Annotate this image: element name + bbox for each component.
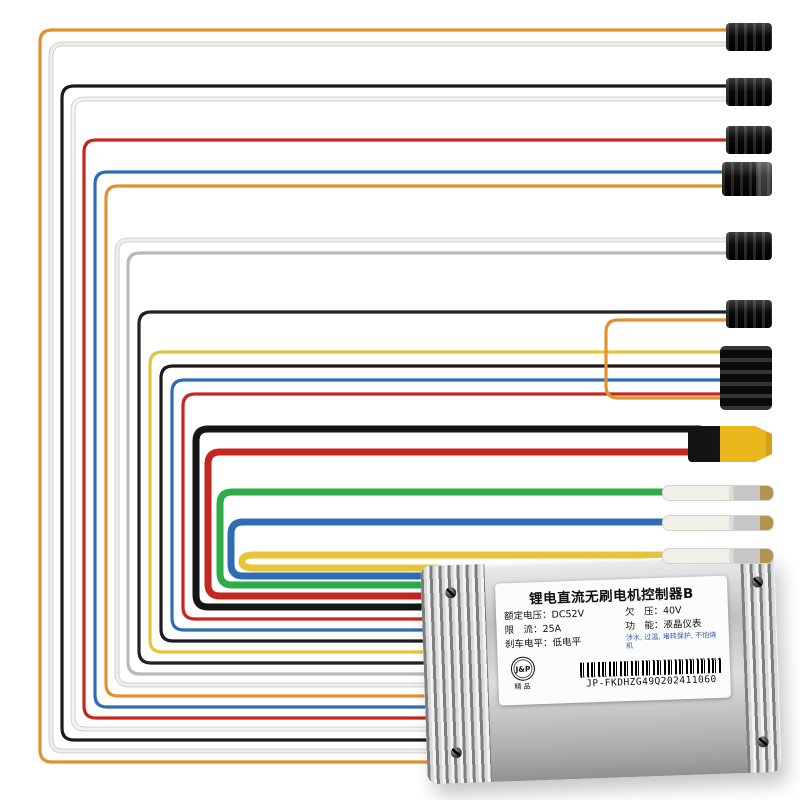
- wire-phase-yellow: [238, 551, 676, 572]
- wire-phase-blue: [227, 518, 676, 580]
- spec-brake-level: 刹车电平：低电平: [504, 636, 582, 650]
- wire-hall-red: [181, 392, 744, 621]
- wire-hall-black: [159, 364, 744, 643]
- wire-signal-orange-2: [104, 184, 747, 698]
- wire-power-red: [204, 448, 704, 600]
- wire-signal-blue-1: [93, 170, 747, 709]
- phase-bullet-blue: [662, 515, 774, 531]
- wire-signal-white-3: [115, 238, 747, 687]
- wire-signal-black-2: [137, 310, 747, 665]
- xt60-power-plug: [688, 426, 772, 462]
- brand-logo: J&P 精品: [506, 656, 541, 692]
- wire-signal-red-1: [82, 138, 747, 720]
- sm-plug-4-male: [722, 162, 772, 196]
- wire-signal-black-1: [60, 84, 747, 742]
- wire-signal-white-1: [49, 42, 747, 753]
- wire-signal-white-2: [71, 97, 747, 731]
- phase-bullet-yellow: [662, 548, 774, 564]
- sm-plug-1: [726, 23, 772, 51]
- wire-phase-green: [216, 488, 676, 589]
- serial-block: JP-FKDHZG49Q202411060: [579, 658, 723, 690]
- sm-plug-3: [726, 126, 772, 154]
- sm-plug-5: [726, 232, 772, 260]
- wire-orange-jumper-loop: [604, 318, 747, 400]
- brand-logo-mark: J&P: [510, 656, 536, 682]
- hall-multi-pin-plug: [720, 346, 772, 410]
- spec-label: 锂电直流无刷电机控制器B 额定电压：DC52V 欠 压：40V 限 流：25A …: [494, 575, 732, 706]
- phase-bullet-green: [662, 485, 774, 501]
- wire-power-black: [192, 425, 704, 611]
- motor-controller-body: 锂电直流无刷电机控制器B 额定电压：DC52V 欠 压：40V 限 流：25A …: [420, 553, 782, 785]
- spec-protection-note: 涉水, 过温, 堵转保护, 不怕烧机: [625, 630, 717, 651]
- wire-signal-gray-1: [126, 251, 747, 676]
- sm-plug-6: [726, 300, 772, 328]
- wire-hall-blue: [170, 378, 744, 632]
- wire-hall-yellow: [148, 350, 744, 654]
- wire-signal-orange-1: [38, 28, 747, 764]
- brand-logo-sub: 精品: [514, 682, 533, 692]
- label-bottom: J&P 精品 JP-FKDHZG49Q202411060: [506, 650, 723, 693]
- sm-plug-2: [726, 78, 772, 106]
